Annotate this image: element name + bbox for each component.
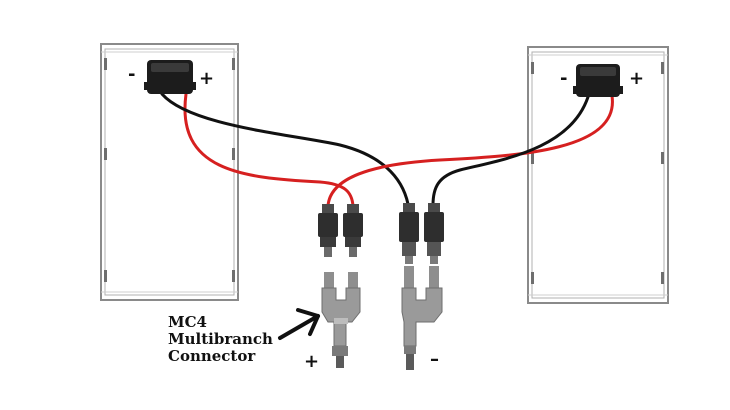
wire-right-negative xyxy=(431,95,590,207)
left-panel-plus-sign: + xyxy=(199,68,215,89)
caption-line-2: Multibranch xyxy=(168,330,273,348)
right-panel-minus-sign: - xyxy=(560,68,568,89)
caption-line-1: MC4 xyxy=(168,313,207,331)
output-plus-sign: + xyxy=(304,351,320,372)
wire-left-positive xyxy=(183,92,355,208)
wires xyxy=(160,92,614,208)
caption-line-3: Connector xyxy=(168,347,256,365)
wire-right-positive xyxy=(326,94,614,208)
mc4-branch-connector-positive xyxy=(321,272,361,368)
mc4-plug-2 xyxy=(343,204,363,257)
left-panel-minus-sign: - xyxy=(128,64,136,85)
mc4-plugs-positive xyxy=(318,204,363,257)
connector-caption: MC4 Multibranch Connector xyxy=(168,314,273,365)
mc4-plug-1 xyxy=(318,204,338,257)
mc4-plug-3 xyxy=(399,203,419,264)
mc4-plug-4 xyxy=(424,203,444,264)
solar-panel-right xyxy=(527,46,669,304)
mc4-branch-connector-negative xyxy=(401,266,443,370)
mc4-plugs-negative xyxy=(399,203,444,264)
arrow-icon xyxy=(278,308,320,340)
junction-box-left xyxy=(144,60,196,94)
wire-left-negative xyxy=(160,92,410,206)
output-minus-sign: – xyxy=(430,349,439,370)
junction-box-right xyxy=(573,64,623,97)
right-panel-plus-sign: + xyxy=(629,68,645,89)
